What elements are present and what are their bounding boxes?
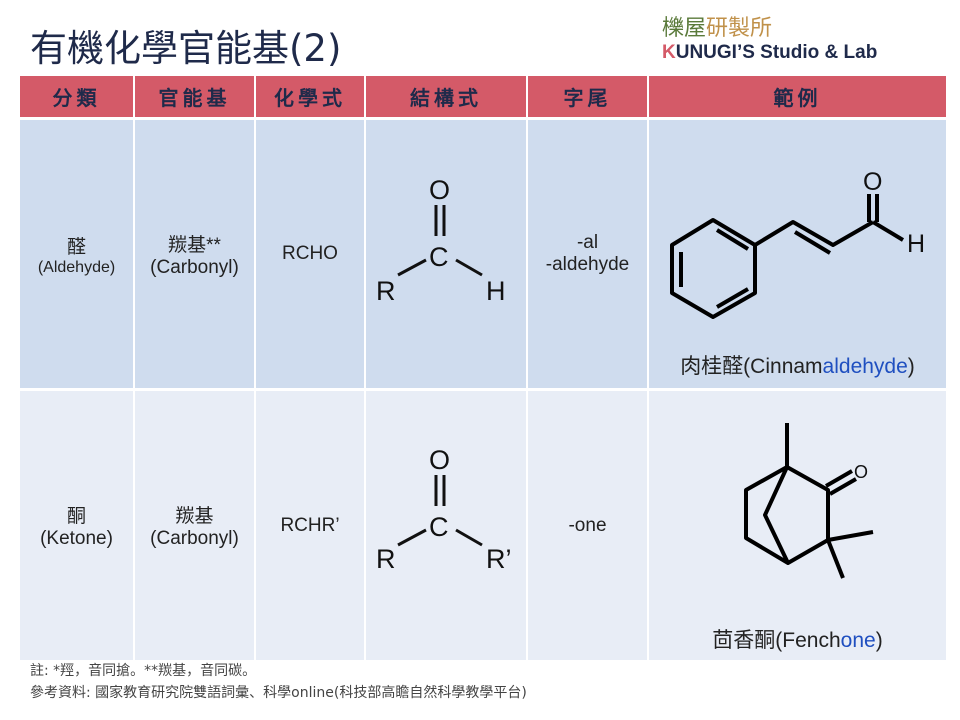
row1-group: 羰基**(Carbonyl) [135, 120, 254, 388]
atom-r: R [376, 276, 396, 306]
atom-h: H [486, 276, 506, 306]
brand-en-k: K [662, 42, 676, 63]
row1-structure [366, 120, 526, 388]
cinnamaldehyde-h: H [907, 230, 925, 258]
header-suffix: 字尾 [528, 76, 647, 117]
class-en: (Ketone) [40, 528, 113, 549]
group-cn: 羰基** [168, 234, 221, 256]
group-cn: 羰基 [175, 506, 214, 527]
cinnamaldehyde-structure [670, 194, 905, 319]
row2-structure [366, 391, 526, 660]
atom-o: O [429, 175, 450, 205]
brand-cn-b: 研製所 [706, 16, 773, 41]
ketone-generic-structure [397, 475, 483, 547]
suffix-2: -aldehyde [545, 254, 630, 275]
class-cn: 醛 [66, 236, 86, 258]
class-cn: 酮 [66, 506, 86, 527]
example-caption: 肉桂醛(Cinnamaldehyde) [680, 350, 915, 380]
cinnamaldehyde-o: O [863, 168, 882, 196]
header-class: 分類 [20, 76, 133, 117]
row1-formula: RCHO [256, 120, 364, 388]
suffix-1: -al [576, 232, 599, 253]
aldehyde-generic-structure [397, 205, 483, 277]
row2-formula: RCHR’ [256, 391, 364, 660]
class-en: (Aldehyde) [37, 258, 116, 276]
header-structure: 結構式 [366, 76, 526, 117]
brand-cn: 櫟屋研製所 [662, 10, 772, 42]
caption-highlight: aldehyde [822, 355, 908, 378]
references: 參考資料: 國家教育研究院雙語詞彙、科學online(科技部高瞻自然科學教學平台… [30, 685, 527, 701]
atom-c: C [429, 242, 449, 272]
caption-text: 肉桂醛(Cinnam [680, 355, 823, 378]
brand-en-rest: UNUGI’S Studio & Lab [675, 42, 878, 63]
row1-class: 醛(Aldehyde) [20, 120, 133, 388]
caption-end: ) [875, 629, 883, 652]
header-example: 範例 [649, 76, 946, 117]
row2-example: 茴香酮(Fenchone) [649, 391, 946, 660]
page-title: 有機化學官能基(2) [30, 27, 342, 70]
row2-suffix: -one [528, 391, 647, 660]
header-group: 官能基 [135, 76, 254, 117]
atom-c: C [429, 512, 449, 542]
group-en: (Carbonyl) [150, 528, 239, 549]
fenchone-o: O [854, 462, 868, 482]
brand-en: KUNUGI’S Studio & Lab [662, 42, 877, 64]
group-en: (Carbonyl) [150, 256, 239, 278]
caption-end: ) [907, 355, 915, 378]
brand-cn-a: 櫟屋 [662, 16, 707, 41]
row2-group: 羰基(Carbonyl) [135, 391, 254, 660]
row2-class: 酮(Ketone) [20, 391, 133, 660]
atom-o: O [429, 445, 450, 475]
atom-r-prime: R’ [486, 544, 512, 574]
atom-r: R [376, 544, 396, 574]
row1-suffix: -al-aldehyde [528, 120, 647, 388]
caption-highlight: one [840, 629, 876, 652]
caption-text: 茴香酮(Fench [712, 629, 841, 652]
example-caption: 茴香酮(Fenchone) [712, 624, 882, 654]
fenchone-structure [744, 423, 874, 579]
footnote: 註: *羥，音同搶。**羰基，音同碳。 [30, 663, 257, 679]
header-formula: 化學式 [256, 76, 364, 117]
row1-example: 肉桂醛(Cinnamaldehyde) [649, 120, 946, 388]
